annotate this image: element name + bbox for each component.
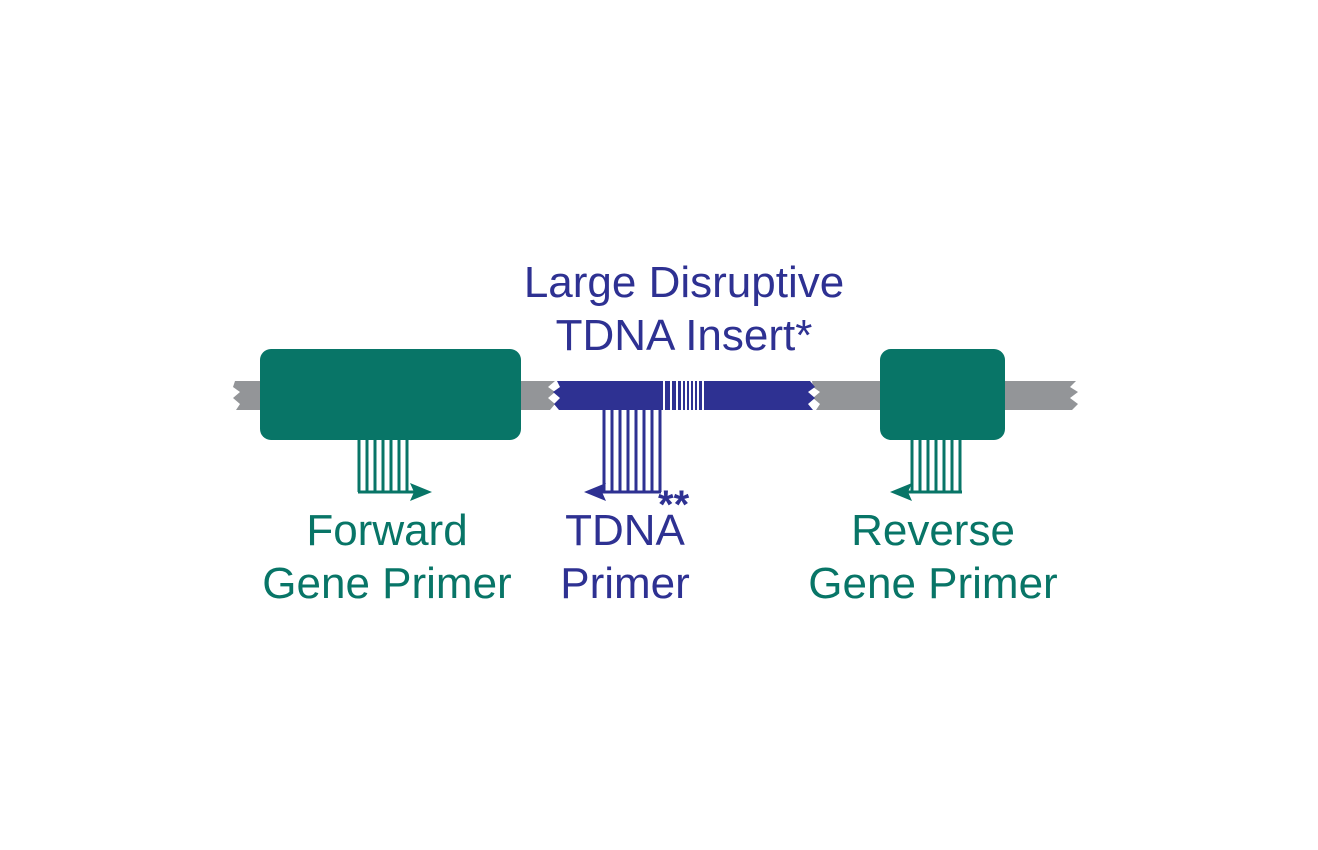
dna-strand-left	[233, 381, 262, 410]
tdna-label-line1: TDNA	[565, 506, 685, 555]
reverse-label-line1: Reverse	[851, 506, 1015, 555]
dna-strand-right	[1003, 381, 1078, 410]
forward-primer-arrow	[357, 440, 414, 494]
dna-strand-middle-left	[519, 381, 555, 410]
tdna-primer-arrow	[602, 410, 662, 494]
exon-left	[260, 349, 521, 440]
reverse-primer-arrowhead	[890, 483, 912, 501]
tdna-primer-arrowhead	[584, 483, 606, 501]
reverse-label-line2: Gene Primer	[808, 559, 1057, 608]
dna-strand-middle-right	[812, 381, 882, 410]
tdna-label-line2: Primer	[560, 559, 690, 608]
forward-primer-arrowhead	[410, 483, 432, 501]
forward-label-line1: Forward	[306, 506, 467, 555]
tdna-insert	[553, 381, 815, 410]
insert-label-line1: Large Disruptive	[524, 258, 844, 307]
tdna-primer-note: **	[658, 483, 690, 527]
exon-right	[880, 349, 1005, 440]
forward-label-line2: Gene Primer	[262, 559, 511, 608]
reverse-primer-arrow	[908, 440, 962, 494]
insert-label-line2: TDNA Insert*	[556, 311, 813, 360]
tdna-primer-site-stripes	[663, 381, 704, 410]
